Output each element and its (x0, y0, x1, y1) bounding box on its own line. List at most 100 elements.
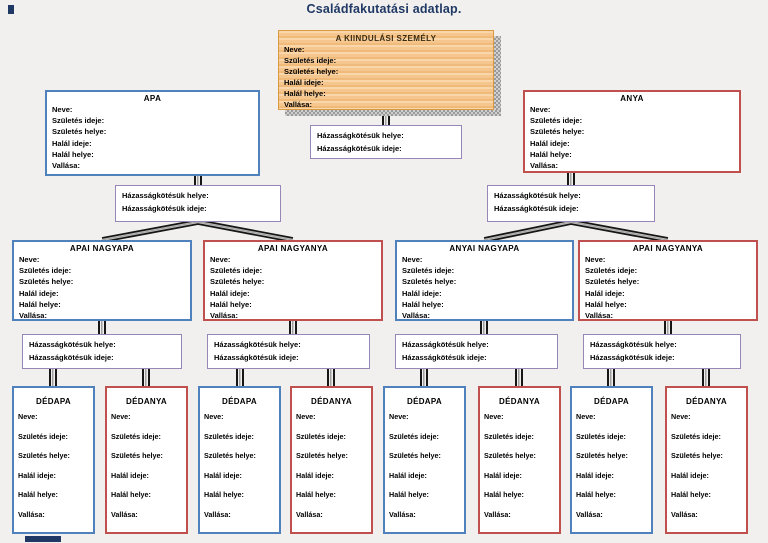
field-list: Neve:Születés ideje:Születés helye:Halál… (279, 44, 493, 110)
field-label: Neve: (585, 255, 606, 264)
father-box: APA Neve:Születés ideje:Születés helye:H… (45, 90, 260, 176)
box-title: APAI NAGYANYA (257, 244, 329, 253)
field-label: Neve: (389, 412, 409, 421)
field-label: Neve: (484, 412, 504, 421)
great-grandparent-box: DÉDANYA Neve:Születés ideje:Születés hel… (105, 386, 188, 534)
field-list: Neve:Születés ideje:Születés helye:Halál… (200, 407, 279, 524)
field-label: Vallása: (530, 161, 558, 171)
box-title: DÉDANYA (686, 397, 727, 406)
field-label: Születés helye: (52, 127, 107, 137)
field-label: Születés helye: (585, 277, 640, 287)
field-label: Vallása: (296, 509, 323, 519)
vertical-connector (142, 369, 150, 386)
field-label: Neve: (402, 255, 423, 264)
field-label: Halál ideje: (204, 470, 242, 480)
field-label: Születés ideje: (19, 266, 72, 276)
field-label: Születés ideje: (296, 431, 346, 441)
field-label: Születés helye: (19, 277, 74, 287)
grandparent-box: APAI NAGYANYA Neve: Születés ideje:Szület… (578, 240, 758, 321)
marriage-lines: Házasságkötésük helye:Házasságkötésük id… (317, 130, 461, 155)
field-label: Születés ideje: (210, 266, 263, 276)
field-label: Neve: (18, 412, 38, 421)
field-label: Neve: (204, 412, 224, 421)
great-grandparent-box: DÉDAPA Neve:Születés ideje:Születés hely… (12, 386, 95, 534)
vertical-connector (327, 369, 335, 386)
field-label: Születés helye: (296, 451, 348, 460)
field-label: Születés ideje: (284, 56, 337, 65)
marriage-lines: Házasságkötésük helye: Házasságkötésük id… (402, 339, 557, 364)
field-label: Neve: (530, 105, 551, 114)
field-label: Neve: (111, 412, 131, 421)
marriage-lines: Házasságkötésük helye:Házasságkötésük id… (494, 190, 654, 215)
field-label: Házasságkötésük ideje: (317, 143, 402, 153)
marriage-lines: Házasságkötésük helye:Házasságkötésük id… (122, 190, 280, 215)
field-label: Vallása: (576, 509, 603, 519)
box-title: APAI NAGYANYA (632, 244, 704, 253)
field-label: Vallása: (484, 509, 511, 519)
grandparent-box: ANYAI NAGYAPA Neve:Születés ideje:Szület… (395, 240, 574, 321)
field-label: Születés ideje: (585, 266, 638, 276)
field-label: Halál helye: (19, 299, 61, 309)
field-label: Házasságkötésük ideje: (494, 203, 579, 213)
great-grandparent-box: DÉDANYA Neve:Születés ideje:Születés hel… (290, 386, 373, 534)
connector-line (101, 221, 294, 241)
box-title: A KIINDULÁSI SZEMÉLY (335, 34, 437, 43)
field-list: Neve:Születés ideje:Születés helye:Halál… (525, 104, 739, 171)
connector-line (101, 223, 294, 243)
marriage-box: Házasságkötésük helye:Házasságkötésük id… (207, 334, 370, 369)
field-label: Halál ideje: (284, 78, 324, 87)
great-grandparent-box: DÉDANYA Neve:Születés ideje:Születés hel… (665, 386, 748, 534)
marriage-box: Házasságkötésük helye:Házasságkötésük id… (310, 125, 462, 159)
field-label: Halál ideje: (576, 470, 614, 480)
vertical-connector (567, 173, 575, 185)
field-label: Házasságkötésük ideje: (402, 352, 487, 362)
field-label: Neve: (671, 412, 691, 421)
field-label: Születés ideje: (402, 266, 455, 276)
vertical-connector (480, 321, 488, 334)
field-label: Neve: (576, 412, 596, 421)
field-label: Házasságkötésük helye: (214, 340, 301, 349)
field-label: Születés helye: (402, 277, 457, 287)
field-label: Születés ideje: (530, 116, 583, 126)
field-label: Neve: (19, 255, 40, 264)
field-list: Neve:Születés ideje:Születés helye:Halál… (107, 407, 186, 524)
field-list: Neve:Születés ideje:Születés helye:Halál… (480, 407, 559, 524)
field-label: Halál ideje: (671, 470, 709, 480)
field-label: Születés helye: (18, 451, 70, 460)
great-grandparent-box: DÉDAPA Neve:Születés ideje:Születés hely… (570, 386, 653, 534)
field-label: Vallása: (204, 509, 231, 519)
field-label: Vallása: (284, 100, 312, 109)
field-label: Halál helye: (585, 299, 627, 309)
field-label: Halál helye: (210, 299, 252, 309)
field-label: Halál ideje: (52, 138, 92, 148)
field-label: Vallása: (389, 509, 416, 519)
box-title: ANYA (620, 94, 644, 103)
field-label: Születés ideje: (484, 431, 534, 441)
field-label: Vallása: (671, 509, 698, 519)
field-label: Vallása: (585, 311, 613, 321)
footer-mark (25, 536, 61, 542)
field-list: Neve:Születés ideje:Születés helye:Halál… (205, 254, 381, 321)
box-title: DÉDAPA (36, 397, 71, 406)
field-label: Születés helye: (284, 67, 339, 76)
field-list: Neve:Születés ideje:Születés helye:Halál… (14, 407, 93, 524)
box-title: DÉDANYA (126, 397, 167, 406)
box-title: APA (143, 94, 162, 103)
field-label: Neve: (296, 412, 316, 421)
marriage-box: Házasságkötésük helye: Házasságkötésük id… (395, 334, 558, 369)
root-box-shadow (494, 36, 501, 116)
field-label: Születés ideje: (671, 431, 721, 441)
field-label: Születés helye: (576, 451, 628, 460)
field-label: Halál ideje: (18, 470, 56, 480)
field-label: Halál ideje: (210, 288, 250, 298)
marriage-box: Házasságkötésük helye:Házasságkötésük id… (583, 334, 741, 369)
field-label: Halál ideje: (296, 470, 334, 480)
field-label: Halál ideje: (389, 470, 427, 480)
page-title: Családfakutatási adatlap. (306, 2, 462, 16)
field-label: Házasságkötésük ideje: (122, 203, 207, 213)
great-grandparent-box: DÉDAPA Neve:Születés ideje:Születés hely… (198, 386, 281, 534)
field-label: Születés helye: (204, 451, 256, 460)
field-label: Házasságkötésük helye: (402, 340, 489, 349)
marriage-box: Házasságkötésük helye:Házasságkötésük id… (22, 334, 182, 369)
great-grandparent-box: DÉDANYA Neve:Születés ideje:Születés hel… (478, 386, 561, 534)
